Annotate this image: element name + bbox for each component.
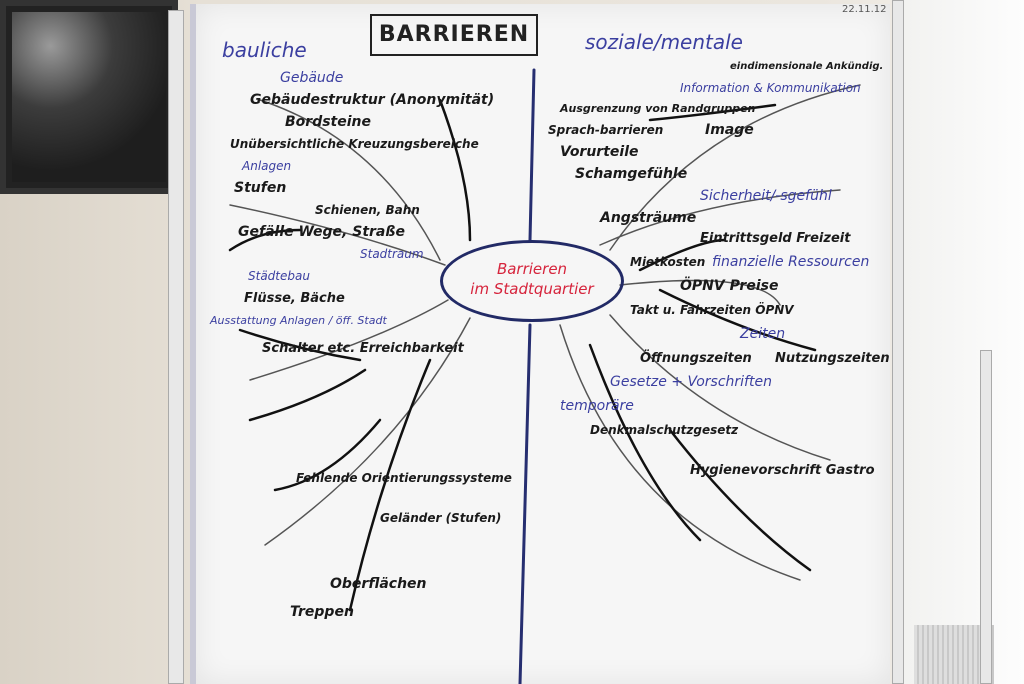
- branch-label: Hygienevorschrift Gastro: [690, 463, 875, 478]
- central-node: Barrieren im Stadtquartier: [440, 240, 624, 322]
- branch-label: Anlagen: [242, 159, 292, 173]
- page-title: BARRIEREN: [370, 14, 538, 56]
- branch-label: Flüsse, Bäche: [244, 291, 345, 306]
- branch-line: [348, 358, 432, 612]
- branch-label: Schalter etc. Erreichbarkeit: [262, 341, 464, 356]
- branch-label: Image: [705, 122, 754, 138]
- branch-label: finanzielle Ressourcen: [712, 254, 870, 270]
- branch-line: [588, 343, 702, 542]
- branch-line: [259, 99, 441, 261]
- branch-label: Mietkosten: [630, 255, 706, 269]
- central-node-line1: Barrieren: [496, 260, 568, 278]
- branch-line: [609, 84, 861, 251]
- branch-line: [273, 418, 382, 492]
- branch-label: Ausgrenzung von Randgruppen: [560, 102, 756, 115]
- branch-label: Schamgefühle: [575, 166, 688, 182]
- branch-label: Städtebau: [248, 269, 310, 283]
- branch-line: [264, 317, 471, 546]
- branch-line: [619, 279, 781, 306]
- branch-line: [438, 98, 472, 242]
- branch-label: Gefälle Wege, Straße: [238, 224, 405, 240]
- branch-label: Fehlende Orientierungssysteme: [296, 471, 512, 485]
- branch-label: Nutzungszeiten: [775, 351, 890, 366]
- branch-line: [248, 368, 367, 422]
- branch-line: [658, 288, 817, 352]
- branch-line: [228, 228, 302, 252]
- branch-label: Vorurteile: [560, 144, 639, 160]
- branch-label: Denkmalschutzgesetz: [590, 423, 739, 437]
- branch-label: Takt u. Fahrzeiten ÖPNV: [630, 303, 794, 317]
- branch-label: Stufen: [234, 180, 287, 196]
- date-label: 22.11.12: [842, 4, 887, 15]
- branch-line: [599, 189, 841, 246]
- branch-label: Unübersichtliche Kreuzungsbereiche: [230, 137, 479, 151]
- branch-label: Bordsteine: [285, 114, 371, 130]
- branch-label: Oberflächen: [330, 576, 427, 592]
- branch-label: Eintrittsgeld Freizeit: [700, 231, 851, 246]
- branch-line: [638, 238, 727, 272]
- branch-label: Sprach-barrieren: [548, 123, 664, 137]
- branch-label: Schienen, Bahn: [315, 203, 420, 217]
- monitor-screen: [12, 12, 166, 182]
- branch-label: Zeiten: [740, 326, 786, 342]
- branch-label: Stadtraum: [360, 247, 424, 261]
- heading-soziale-mentale: soziale/mentale: [585, 30, 743, 54]
- branch-label: Ausstattung Anlagen / öff. Stadt: [210, 314, 387, 327]
- wall-monitor: [0, 0, 178, 194]
- branch-label: Information & Kommunikation: [680, 81, 861, 95]
- branch-label: Sicherheit/-sgefühl: [700, 188, 832, 204]
- central-node-line2: im Stadtquartier: [470, 280, 594, 298]
- branch-line: [238, 328, 362, 362]
- branch-label: Treppen: [290, 604, 354, 620]
- branch-label: Gebäude: [280, 70, 344, 86]
- branch-label: eindimensionale Ankündig.: [730, 61, 884, 72]
- branch-label: Öffnungszeiten: [640, 351, 752, 366]
- branch-line: [648, 103, 777, 122]
- branch-label: Gesetze + Vorschriften: [610, 374, 772, 390]
- branch-line: [249, 299, 449, 381]
- branch-line: [559, 324, 801, 581]
- branch-label: ÖPNV Preise: [680, 278, 779, 294]
- branch-label: Geländer (Stufen): [380, 511, 502, 525]
- branch-label: temporäre: [560, 398, 634, 414]
- branch-line: [609, 314, 831, 461]
- branch-line: [229, 204, 446, 266]
- branch-line: [668, 428, 812, 572]
- divider-line: [518, 68, 536, 684]
- window: [894, 0, 1024, 684]
- branch-label: Angsträume: [600, 210, 697, 226]
- branch-label: Gebäudestruktur (Anonymität): [250, 92, 495, 108]
- heading-bauliche: bauliche: [222, 38, 307, 62]
